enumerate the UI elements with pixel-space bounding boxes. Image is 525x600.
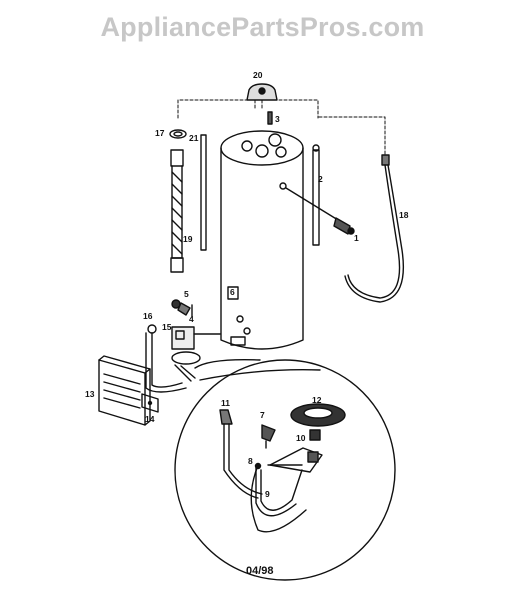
part-20-cover xyxy=(246,83,278,101)
part-19-flex-connector xyxy=(170,149,184,273)
part-7-fitting xyxy=(261,424,276,449)
callout-12: 12 xyxy=(312,395,322,405)
part-10-pilot xyxy=(309,429,321,441)
callout-14: 14 xyxy=(145,414,155,424)
part-8-9-tubes xyxy=(250,462,307,533)
callout-15: 15 xyxy=(162,322,172,332)
part-13-access-door xyxy=(98,355,151,426)
callout-13: 13 xyxy=(85,389,95,399)
callout-5: 5 xyxy=(184,289,189,299)
part-3-fitting xyxy=(267,111,273,125)
part-21-dip-tube xyxy=(200,134,207,251)
detail-circle xyxy=(174,359,396,581)
water-heater-tank xyxy=(220,130,304,350)
part-17-washer xyxy=(169,129,187,139)
callout-10: 10 xyxy=(296,433,306,443)
callout-2: 2 xyxy=(318,174,323,184)
callout-20: 20 xyxy=(253,70,263,80)
callout-7: 7 xyxy=(260,410,265,420)
callout-11: 11 xyxy=(221,398,230,408)
part-2-anode-rod xyxy=(312,144,320,246)
part-16-thermocouple xyxy=(145,324,187,393)
part-18-drain-line xyxy=(344,154,405,303)
callout-9: 9 xyxy=(265,489,270,499)
burner-ring-small xyxy=(171,351,201,382)
watermark: AppliancePartsPros.com xyxy=(100,12,425,42)
burner-manifold xyxy=(267,447,323,473)
callout-8: 8 xyxy=(248,456,253,466)
callout-19: 19 xyxy=(183,234,193,244)
part-12-burner xyxy=(290,403,346,427)
callout-17: 17 xyxy=(155,128,165,138)
callout-21: 21 xyxy=(189,133,199,143)
callout-18: 18 xyxy=(399,210,409,220)
callout-labels: 1 2 3 4 5 6 7 8 9 10 11 12 13 14 15 16 1… xyxy=(85,70,409,499)
date-code: 04/98 xyxy=(246,565,274,577)
callout-6: 6 xyxy=(230,287,235,297)
part-4-5-fittings xyxy=(171,299,193,317)
part-11-orifice-tube xyxy=(219,409,263,499)
callout-1: 1 xyxy=(354,233,359,243)
part-1-valve xyxy=(285,187,355,235)
callout-16: 16 xyxy=(143,311,153,321)
part-15-gas-control xyxy=(171,326,221,350)
callout-4: 4 xyxy=(189,314,194,324)
part-14-inner-door xyxy=(141,393,159,413)
callout-3: 3 xyxy=(275,114,280,124)
